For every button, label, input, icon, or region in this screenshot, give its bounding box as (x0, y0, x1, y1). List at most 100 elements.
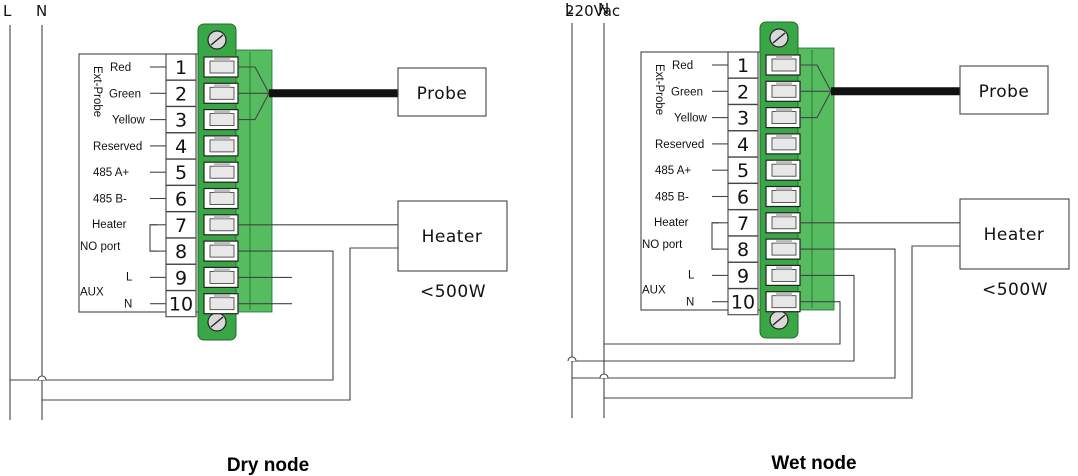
screw-slot (772, 314, 786, 326)
label-reserved: Reserved (93, 141, 142, 153)
terminal-number: 2 (737, 81, 749, 103)
terminal-slot-lip (214, 136, 230, 140)
aux-l-to-l-wire (572, 274, 855, 362)
screw-slot (210, 316, 224, 328)
terminal-slot-inner (771, 58, 797, 72)
label-485b: 485 B- (93, 194, 127, 206)
terminal-number: 6 (175, 189, 187, 211)
label-green: Green (109, 88, 141, 100)
terminal-slot-inner (771, 163, 797, 177)
dry-node-caption: Dry node (227, 455, 309, 476)
terminal-slot-inner (771, 111, 797, 124)
wet-node-caption: Wet node (771, 453, 856, 474)
label-aux: AUX (642, 284, 666, 296)
no-port-bracket (149, 224, 157, 252)
terminal-number: 7 (175, 215, 187, 237)
heater-to-n-wire (42, 247, 398, 401)
terminal-slot-inner (209, 192, 235, 205)
terminal-number: 1 (175, 57, 187, 79)
terminal-number: 7 (737, 213, 749, 235)
terminal-slot-inner (771, 242, 797, 256)
terminal-number-cell (727, 288, 759, 316)
terminal-slot-inner (209, 139, 235, 153)
terminal-slot-lip (776, 82, 792, 86)
terminal-number: 1 (737, 55, 749, 77)
screw-slot (772, 32, 786, 44)
l-label: L (3, 2, 12, 20)
probe-wire-red (800, 64, 832, 92)
terminal-number-cell (727, 156, 759, 184)
terminal-number-cell (165, 211, 197, 239)
terminal-number: 8 (737, 239, 749, 261)
terminal-slot-lip (776, 292, 792, 296)
label-red: Red (672, 60, 693, 72)
probe-label: Probe (417, 84, 468, 104)
heater-power-label: <500W (982, 280, 1048, 300)
terminal-number: 5 (175, 162, 187, 184)
terminal-slot-inner (209, 297, 235, 311)
label-reserved: Reserved (655, 139, 704, 151)
terminal-number: 2 (175, 83, 187, 105)
label-heater: Heater (654, 217, 689, 229)
terminal-slot-lip (214, 294, 230, 298)
terminal-slot-inner (209, 165, 235, 179)
terminal-slot-inner (771, 190, 797, 203)
label-red: Red (110, 62, 131, 74)
terminal-number-cell (727, 77, 759, 105)
label-yellow: Yellow (674, 113, 708, 125)
terminal-slot-lip (776, 161, 792, 165)
terminal-slot-lip (776, 266, 792, 270)
label-485a: 485 A+ (655, 165, 691, 177)
terminal-slot-lip (214, 58, 230, 61)
label-aux-n: N (686, 297, 694, 309)
terminal-slot-lip (214, 110, 230, 114)
label-aux-l: L (126, 271, 133, 283)
terminal-number-cell (165, 132, 197, 160)
n-label: N (36, 2, 47, 20)
terminal-slot-inner (771, 137, 797, 151)
terminal-slot-inner (771, 216, 797, 230)
terminal-number-cell (727, 104, 759, 132)
heater-power-label: <500W (420, 282, 486, 302)
label-ext-probe: Ext-Probe (91, 66, 103, 117)
terminal-slot-inner (209, 86, 235, 100)
heater-label: Heater (422, 227, 483, 247)
aux-n-to-n-wire (604, 301, 841, 345)
label-aux: AUX (80, 286, 104, 298)
wire-crossover (37, 375, 47, 381)
terminal-slot-lip (214, 215, 230, 219)
terminal-slot-lip (776, 187, 792, 191)
terminal-number: 8 (175, 241, 187, 263)
terminal-slot-inner (209, 218, 235, 232)
label-green: Green (671, 86, 703, 98)
probe-wire-yellow (800, 91, 832, 119)
no-port-to-l-wire (572, 248, 896, 379)
terminal-slot-lip (776, 134, 792, 138)
terminal-slot-inner (209, 270, 235, 284)
terminal-number: 6 (737, 187, 749, 209)
no-port-bracket (711, 222, 719, 250)
probe-wire-red (238, 66, 270, 94)
terminal-slot-inner (771, 84, 797, 98)
terminal-slot-inner (771, 295, 797, 309)
probe-wire-yellow (238, 93, 270, 121)
screw-slot (210, 34, 224, 46)
terminal-slot-inner (209, 60, 235, 74)
terminal-number: 10 (169, 294, 193, 316)
probe-box (959, 65, 1049, 115)
label-no-port: NO port (80, 241, 121, 253)
terminal-slot-lip (214, 242, 230, 246)
terminal-number-cell (165, 184, 197, 213)
terminal-slot-lip (776, 213, 792, 217)
terminal-number: 4 (175, 136, 187, 158)
heater-to-n-wire (604, 245, 960, 399)
label-ext-probe: Ext-Probe (653, 64, 665, 115)
terminal-number: 10 (731, 292, 755, 314)
terminal-number: 9 (175, 267, 187, 289)
label-heater: Heater (92, 219, 127, 231)
n-label: N (598, 0, 609, 18)
label-no-port: NO port (642, 239, 683, 251)
terminal-number: 3 (737, 108, 749, 130)
